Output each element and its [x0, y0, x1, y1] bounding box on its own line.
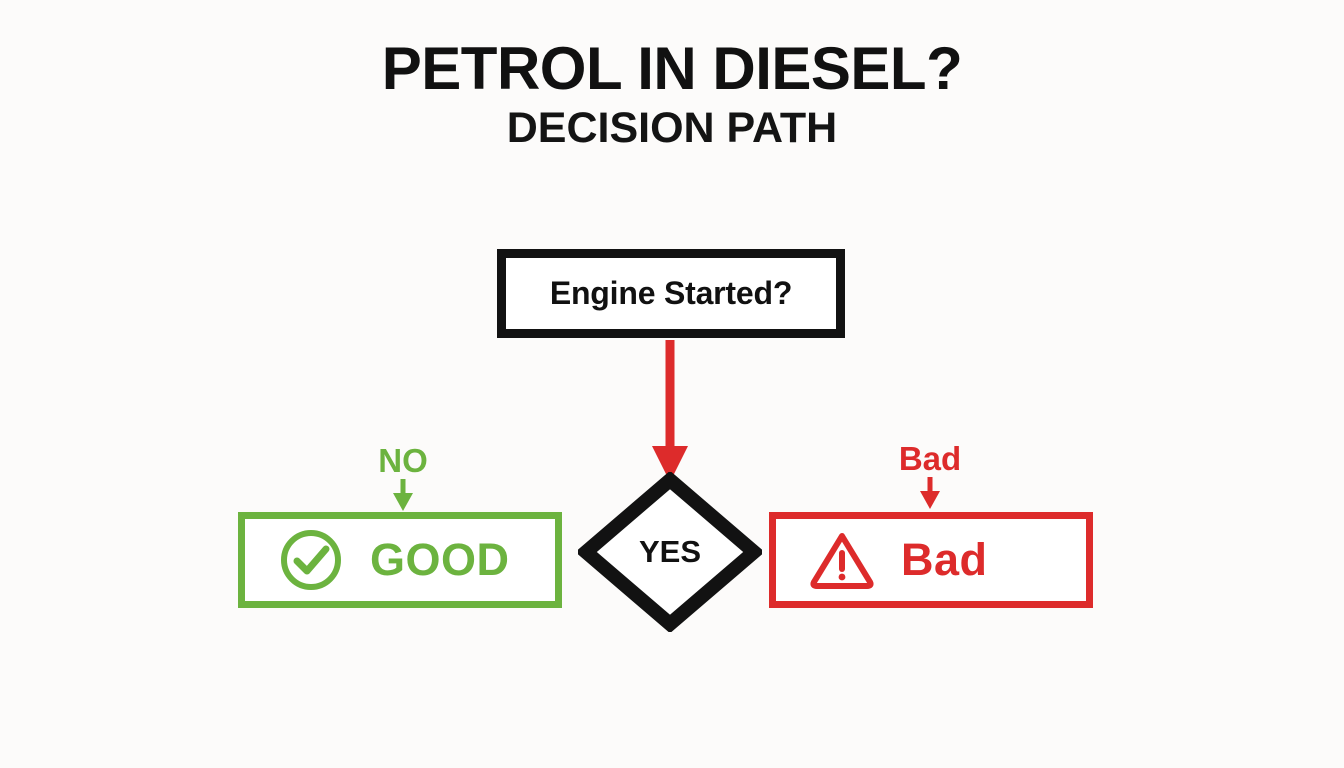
branch-bad-down-arrow-icon	[920, 477, 940, 509]
node-outcome-good[interactable]: GOOD	[238, 512, 562, 608]
node-engine-started[interactable]: Engine Started?	[497, 249, 845, 338]
branch-label-no-text: NO	[378, 442, 428, 479]
branch-label-bad: Bad	[860, 442, 1000, 511]
node-outcome-bad[interactable]: Bad	[769, 512, 1093, 608]
warning-triangle-icon	[810, 533, 874, 589]
check-circle-icon	[281, 530, 341, 590]
title-block: PETROL IN DIESEL? DECISION PATH	[0, 35, 1344, 153]
page-subtitle: DECISION PATH	[506, 104, 838, 153]
node-outcome-good-label: GOOD	[370, 534, 510, 585]
node-outcome-bad-label: Bad	[901, 534, 988, 585]
branch-no-down-arrow-icon	[393, 479, 413, 511]
node-engine-started-label: Engine Started?	[549, 275, 793, 311]
page-title: PETROL IN DIESEL?	[381, 35, 963, 102]
node-yes-diamond[interactable]	[578, 472, 762, 632]
connector-arrow-down-icon	[652, 340, 688, 482]
branch-label-bad-text: Bad	[898, 440, 962, 477]
branch-label-no: NO	[333, 444, 473, 513]
